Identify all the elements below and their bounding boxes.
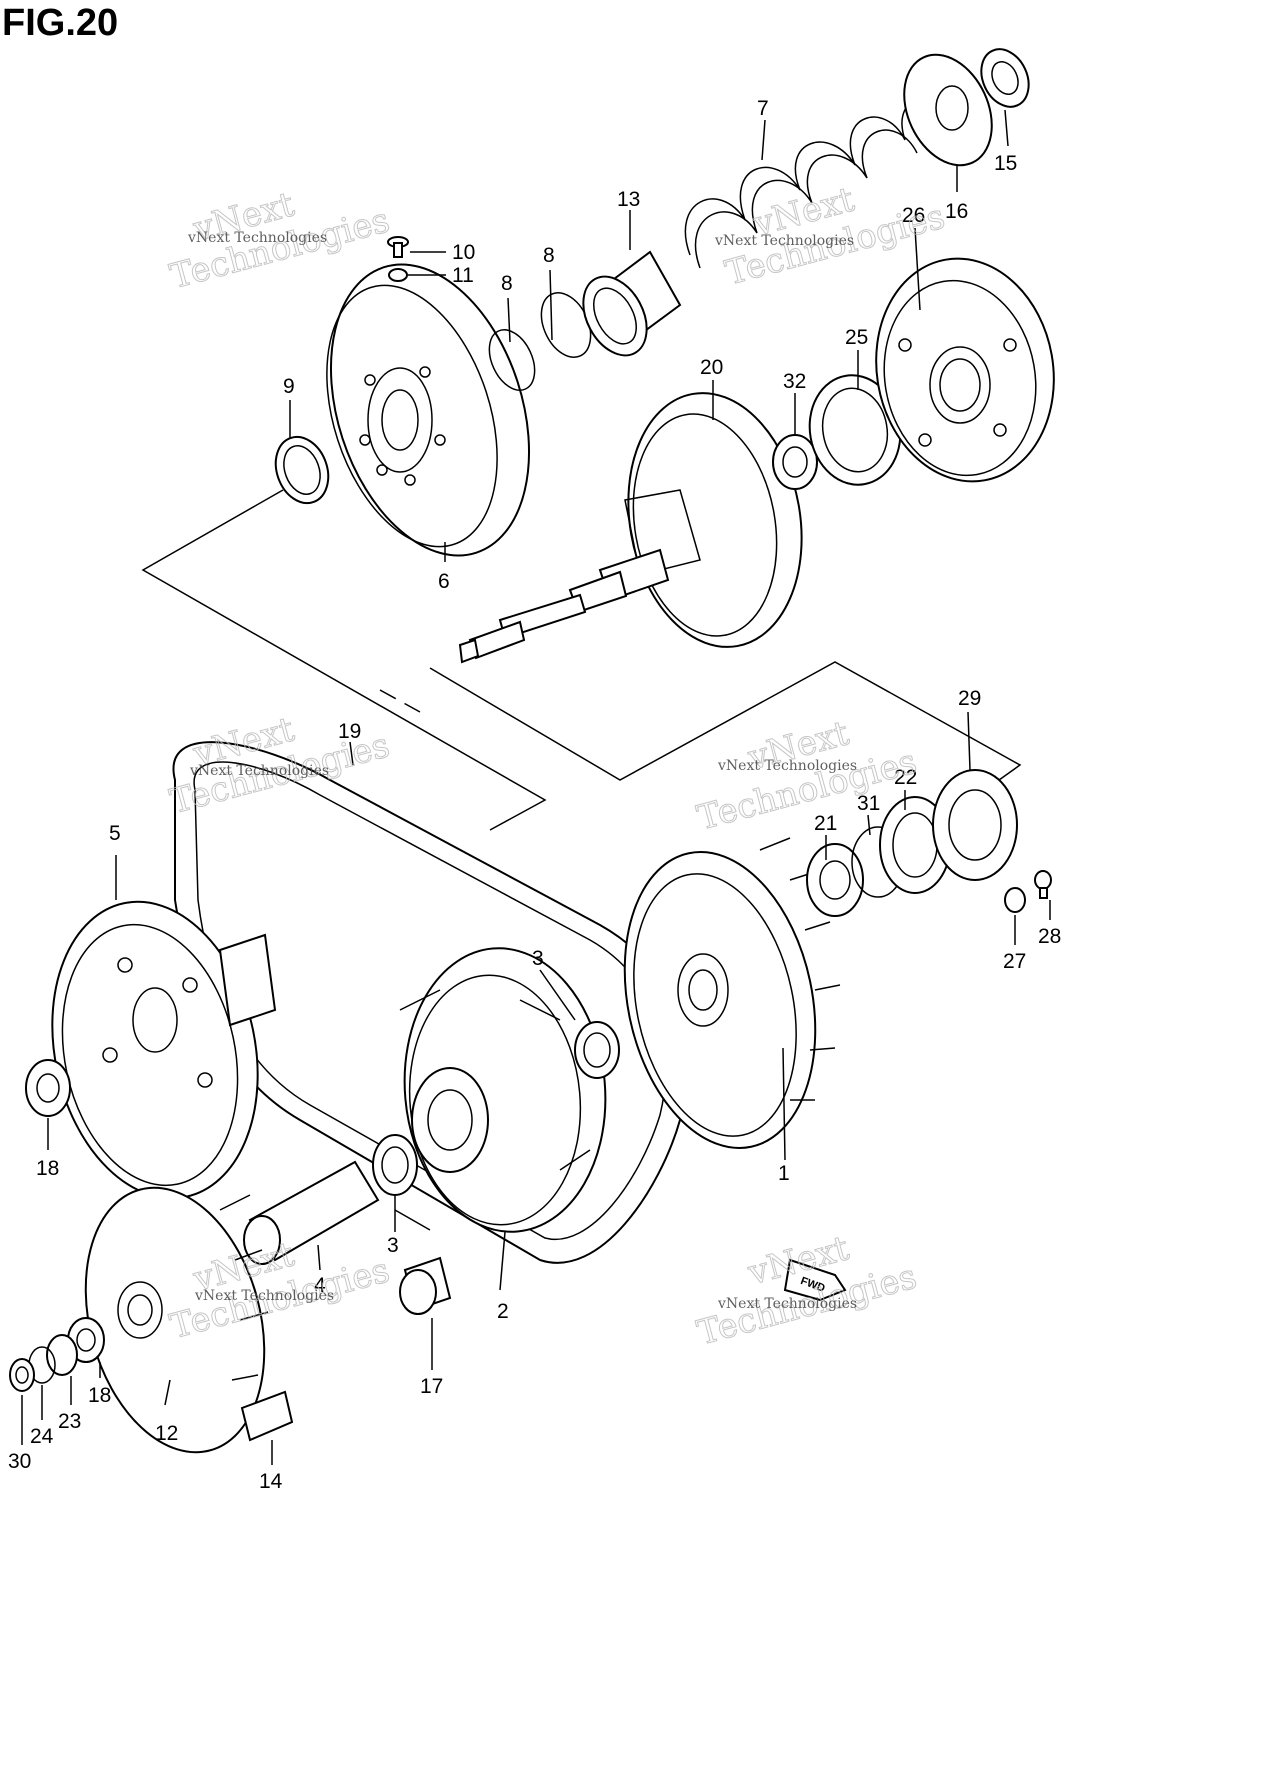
part-23-washer [46, 1334, 78, 1376]
callout-9: 9 [283, 375, 295, 398]
part-30-nut [9, 1358, 35, 1392]
part-28-bolt [1034, 870, 1052, 899]
callout-3-upper: 3 [532, 947, 544, 970]
part-27-nut [1004, 887, 1026, 913]
callout-19: 19 [338, 720, 361, 743]
part-2-movable-face [394, 947, 607, 1233]
callout-16: 16 [945, 200, 968, 223]
part-17-bearing [399, 1256, 452, 1315]
callout-4: 4 [314, 1274, 326, 1297]
figure-title: FIG.20 [2, 2, 119, 44]
part-29-bearing [932, 769, 1018, 881]
part-3-bush-upper [574, 1021, 620, 1079]
part-10-pin [387, 236, 409, 258]
watermark-small-4: vNext Technologies [717, 758, 857, 774]
watermark-small-6: vNext Technologies [717, 1296, 857, 1312]
callout-12: 12 [155, 1422, 178, 1445]
callout-18-lower: 18 [88, 1384, 111, 1407]
forward-direction-badge: FWD [783, 1258, 847, 1302]
callout-8-right: 8 [543, 244, 555, 267]
part-16-spring-seat [903, 53, 993, 167]
part-1-driven-face [623, 837, 841, 1149]
part-13-sleeve [582, 250, 682, 357]
part-18-nut-upper [25, 1059, 71, 1117]
part-9-ring [274, 435, 330, 505]
callout-23: 23 [58, 1410, 81, 1433]
callout-13: 13 [617, 188, 640, 211]
part-5-fixed-face [51, 900, 277, 1200]
callout-8-left: 8 [501, 272, 513, 295]
watermark-small-3: vNext Technologies [189, 763, 329, 779]
part-7-spring [684, 98, 951, 269]
callout-20: 20 [700, 356, 723, 379]
callout-15: 15 [994, 152, 1017, 175]
watermark-small-5: vNext Technologies [194, 1288, 334, 1304]
callout-1: 1 [778, 1162, 790, 1185]
callout-27: 27 [1003, 950, 1026, 973]
callout-21: 21 [814, 812, 837, 835]
part-4-spacer [243, 1160, 380, 1265]
callout-18-upper: 18 [36, 1157, 59, 1180]
callout-17: 17 [420, 1375, 443, 1398]
callout-28: 28 [1038, 925, 1061, 948]
part-11-washer [388, 268, 408, 282]
part-6-drum-plate [326, 263, 531, 557]
part-14-slider [240, 1390, 294, 1442]
callout-2: 2 [497, 1300, 509, 1323]
callout-14: 14 [259, 1470, 283, 1493]
callout-30: 30 [8, 1450, 31, 1473]
watermark-small-2: vNext Technologies [714, 233, 854, 249]
callout-7: 7 [757, 97, 769, 120]
part-32-bearing [772, 434, 818, 490]
callout-5: 5 [109, 822, 121, 845]
callout-22: 22 [894, 766, 917, 789]
callout-31: 31 [857, 792, 880, 815]
callout-26: 26 [902, 204, 925, 227]
part-26-clutch-shoe [875, 257, 1055, 483]
part-20-clutch-housing [458, 392, 803, 664]
callout-25: 25 [845, 326, 868, 349]
part-21-collar [806, 843, 864, 917]
callout-3-lower: 3 [387, 1234, 399, 1257]
callout-labels: 1 2 3 3 4 5 6 7 8 8 9 10 11 12 13 14 15 … [8, 97, 1061, 1493]
callout-leaders [21, 109, 1051, 1465]
callout-32: 32 [783, 370, 806, 393]
callout-11: 11 [452, 264, 474, 287]
callout-29: 29 [958, 687, 981, 710]
part-15-lock-nut [980, 48, 1030, 108]
part-25-one-way-clutch [808, 374, 902, 486]
part-3-bush-lower [372, 1134, 418, 1196]
watermark-small-1: vNext Technologies [187, 230, 327, 246]
callout-10: 10 [452, 241, 475, 264]
callout-24: 24 [30, 1425, 54, 1448]
callout-6: 6 [438, 570, 450, 593]
